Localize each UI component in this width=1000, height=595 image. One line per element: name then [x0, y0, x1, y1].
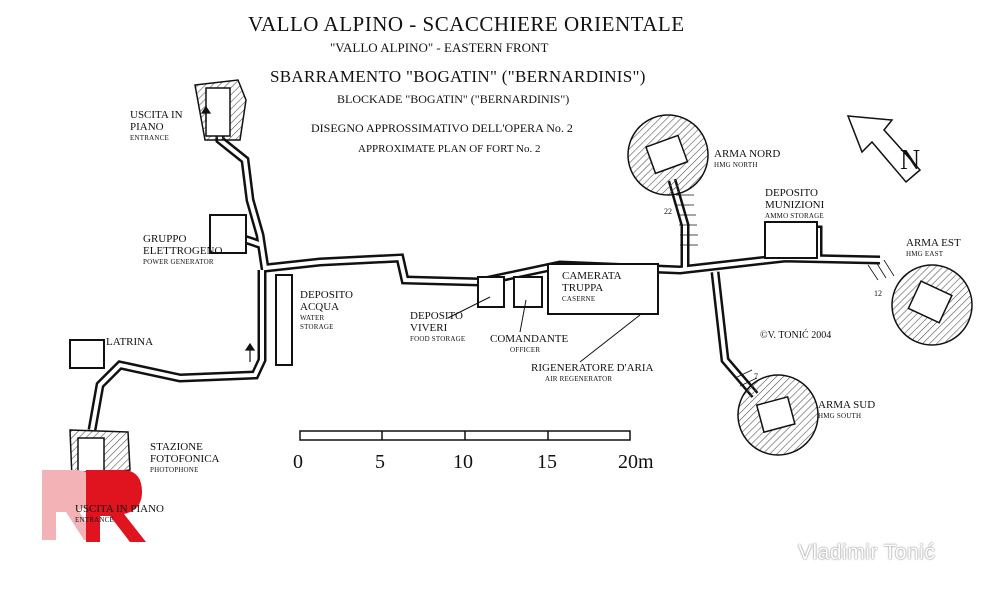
- main-title-en: "VALLO ALPINO" - EASTERN FRONT: [330, 40, 549, 55]
- label-arma-est: ARMA EST HMG EAST: [906, 237, 961, 258]
- rr-logo: [42, 470, 146, 542]
- label-gruppo-elettrogeno: GRUPPO ELETTROGENO POWER GENERATOR: [143, 233, 223, 266]
- copyright-note: ©V. TONIĆ 2004: [760, 330, 832, 341]
- caserne-room: [547, 263, 659, 315]
- scale-tick-5: 5: [375, 451, 385, 473]
- north-arrow-icon: [846, 115, 922, 184]
- plan-title-en: APPROXIMATE PLAN OF FORT No. 2: [358, 143, 541, 155]
- stair-number-nord: 22: [664, 207, 672, 216]
- scale-tick-0: 0: [293, 451, 303, 473]
- label-camerata-truppa: CAMERATA TRUPPA CASERNE: [562, 270, 622, 303]
- north-letter: N: [900, 145, 921, 176]
- officer-room: [513, 276, 543, 308]
- blockade-title: SBARRAMENTO "BOGATIN" ("BERNARDINIS"): [270, 67, 646, 86]
- label-comandante: COMANDANTE OFFICER: [490, 333, 569, 354]
- water-storage-room: [275, 274, 293, 366]
- label-latrina: LATRINA: [106, 336, 154, 348]
- stair-number-sud: 7: [754, 372, 758, 381]
- label-stazione-fotofonica: STAZIONE FOTOFONICA PHOTOPHONE: [150, 441, 220, 474]
- scale-bar: [299, 430, 631, 441]
- label-arma-nord: ARMA NORD HMG NORTH: [714, 148, 781, 169]
- label-arma-sud: ARMA SUD HMG SOUTH: [818, 399, 876, 420]
- stair-number-est: 12: [874, 289, 882, 298]
- label-rigeneratore: RIGENERATORE D'ARIA AIR REGENERATOR: [531, 362, 654, 383]
- label-uscita-top: USCITA IN PIANO ENTRANCE: [130, 109, 183, 142]
- scale-tick-20m: 20m: [618, 451, 654, 473]
- label-deposito-acqua: DEPOSITO ACQUA WATER STORAGE: [300, 289, 353, 331]
- generator-room: [209, 214, 247, 254]
- blockade-title-en: BLOCKADE "BOGATIN" ("BERNARDINIS"): [337, 92, 570, 106]
- ammo-room: [764, 221, 818, 259]
- latrina-room: [69, 339, 105, 369]
- label-deposito-munizioni: DEPOSITO MUNIZIONI AMMO STORAGE: [765, 187, 825, 220]
- food-storage-room: [477, 276, 505, 308]
- label-uscita-bottom: USCITA IN PIANO ENTRANCE: [75, 503, 164, 524]
- author-watermark: Vladimir Tonić: [798, 541, 936, 564]
- plan-title: DISEGNO APPROSSIMATIVO DELL'OPERA No. 2: [311, 121, 573, 135]
- main-title: VALLO ALPINO - SCACCHIERE ORIENTALE: [248, 12, 685, 36]
- scale-tick-10: 10: [453, 451, 473, 473]
- label-deposito-viveri: DEPOSITO VIVERI FOOD STORAGE: [410, 310, 466, 343]
- scale-tick-15: 15: [537, 451, 557, 473]
